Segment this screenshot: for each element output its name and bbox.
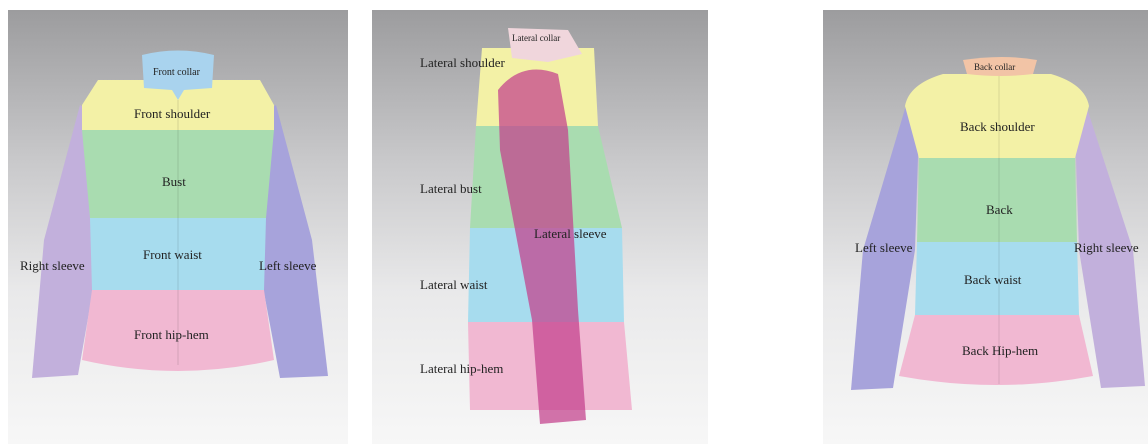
lateral-shoulder-label: Lateral shoulder bbox=[420, 56, 505, 69]
lateral-bust-label: Lateral bust bbox=[420, 182, 482, 195]
front-shoulder-label: Front shoulder bbox=[134, 107, 210, 120]
front-right-sleeve-label: Right sleeve bbox=[20, 259, 85, 272]
front-collar-label: Front collar bbox=[153, 68, 200, 78]
front-left-sleeve-label: Left sleeve bbox=[259, 259, 316, 272]
bust-label: Bust bbox=[162, 175, 186, 188]
lateral-sleeve-label: Lateral sleeve bbox=[534, 227, 607, 240]
back-hip-label: Back Hip-hem bbox=[962, 344, 1038, 357]
front-hip-label: Front hip-hem bbox=[134, 328, 209, 341]
lateral-waist-label: Lateral waist bbox=[420, 278, 488, 291]
back-waist-label: Back waist bbox=[964, 273, 1021, 286]
front-view-panel: Front collar Front shoulder Bust Front w… bbox=[8, 10, 348, 444]
lateral-hip-label: Lateral hip-hem bbox=[420, 362, 503, 375]
back-label: Back bbox=[986, 203, 1013, 216]
back-left-sleeve-label: Left sleeve bbox=[855, 241, 912, 254]
side-view-panel: Lateral collar Lateral shoulder Lateral … bbox=[372, 10, 708, 444]
back-view-panel: Back collar Back shoulder Back Left slee… bbox=[823, 10, 1148, 444]
back-collar-label: Back collar bbox=[974, 63, 1015, 72]
back-shoulder-label: Back shoulder bbox=[960, 120, 1035, 133]
lateral-collar-label: Lateral collar bbox=[512, 34, 560, 43]
back-shirt-figure bbox=[823, 10, 1148, 444]
back-shoulder-region bbox=[905, 74, 1089, 158]
front-waist-label: Front waist bbox=[143, 248, 202, 261]
back-region bbox=[917, 158, 1077, 242]
back-right-sleeve-label: Right sleeve bbox=[1074, 241, 1139, 254]
